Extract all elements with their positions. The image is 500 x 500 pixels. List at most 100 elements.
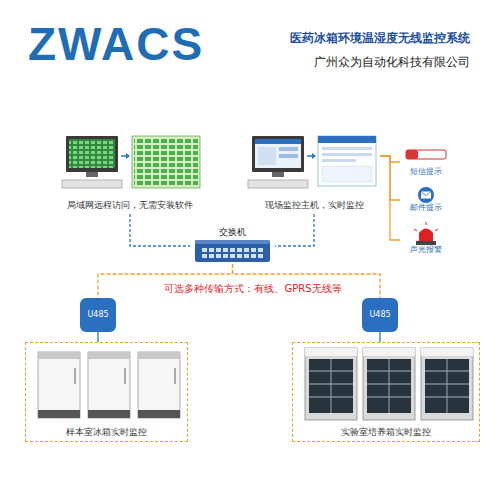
figure-part — [421, 348, 473, 356]
figure-part — [88, 352, 130, 418]
figure-part — [88, 352, 130, 359]
figure-part — [38, 410, 80, 418]
figure-part — [62, 180, 122, 188]
logo-text: ZWACS — [28, 18, 204, 71]
figure-part — [223, 254, 228, 258]
figure-part — [88, 352, 130, 418]
figure-part — [202, 254, 207, 258]
sms-icon — [406, 150, 446, 159]
figure-part — [237, 248, 242, 252]
figure-part — [312, 153, 316, 159]
figure-part — [251, 254, 256, 258]
figure-part — [209, 254, 214, 258]
note-text: 可选多种传输方式：有线、GPRS无线等 — [164, 283, 341, 295]
figure-part — [322, 159, 356, 162]
figure-part — [237, 254, 242, 258]
pc-group: 局域网远程访问，无需安装软件 — [55, 128, 205, 214]
figure-part — [318, 136, 376, 143]
connector-line — [275, 214, 314, 246]
figure-part — [138, 352, 180, 418]
figure-part — [363, 348, 415, 420]
node-text: U485 — [87, 310, 108, 320]
figure-part — [255, 139, 301, 144]
node-text: 现场监控主机，实时监控 — [265, 200, 364, 211]
figure-part — [202, 248, 207, 252]
figure-part — [305, 348, 357, 356]
note-text: 广州众为自动化科技有限公司 — [314, 56, 470, 70]
figure-part — [258, 254, 263, 258]
converter-box: U485 — [80, 298, 116, 332]
figure-part — [305, 348, 357, 420]
figure-part — [421, 348, 473, 420]
figure-part — [69, 139, 115, 168]
figure-part — [230, 248, 235, 252]
figure-part — [279, 154, 298, 158]
figure-part — [406, 150, 418, 159]
figure-part — [419, 229, 433, 242]
figure-part — [69, 139, 115, 168]
figure-part — [363, 348, 415, 420]
figure-part — [134, 138, 198, 186]
remote-pc-figure — [62, 136, 200, 188]
node-text: 邮件提示 — [410, 203, 442, 213]
figure-part — [38, 352, 80, 418]
figure-part — [421, 348, 473, 420]
connector — [380, 332, 381, 342]
figure-part — [74, 368, 76, 384]
figure-part — [126, 153, 130, 159]
node-text: 短信提示 — [410, 167, 442, 177]
connector-line — [130, 214, 190, 246]
node-text: 样本室冰箱实时监控 — [66, 427, 147, 438]
figure-part — [195, 240, 270, 262]
node-text: 声光报警 — [410, 245, 442, 255]
mail-icon — [418, 187, 434, 203]
figure-part — [202, 248, 263, 258]
connector — [275, 214, 314, 246]
region-box: 样本室冰箱实时监控 — [25, 342, 188, 442]
converter-box: U485 — [362, 298, 398, 332]
figure-part — [248, 180, 308, 188]
figure-part — [447, 359, 448, 413]
alert-item: 短信提示 — [400, 144, 452, 180]
switch-box: 交换机 — [190, 224, 275, 264]
figure-part — [255, 139, 301, 168]
figure-part — [66, 136, 118, 172]
node-text: 交换机 — [219, 227, 246, 238]
figure-part — [322, 153, 372, 156]
figure-part — [414, 222, 438, 231]
alert-item: 声光报警 — [400, 222, 452, 258]
figure-part — [138, 352, 180, 418]
figure-part — [258, 147, 276, 165]
figure-part — [38, 352, 80, 359]
node-text: 实验室培养箱实时监控 — [341, 427, 431, 438]
connector-line — [97, 332, 98, 342]
figure-part — [406, 150, 446, 159]
figure-part — [38, 352, 80, 418]
connector — [130, 214, 190, 246]
figure-part — [209, 248, 214, 252]
figure-part — [216, 254, 221, 258]
figure-part — [305, 348, 357, 420]
figure-part — [138, 352, 180, 359]
figure-part — [309, 359, 353, 413]
figure-part — [216, 248, 221, 252]
figure-part — [230, 254, 235, 258]
connector-line — [379, 332, 380, 342]
figure-part — [252, 136, 304, 172]
figure-part — [421, 192, 431, 196]
node-text: 局域网远程访问，无需安装软件 — [67, 200, 193, 211]
figure-part — [318, 136, 376, 186]
connector — [98, 332, 99, 342]
local-host-figure — [248, 136, 376, 188]
figure-part — [322, 166, 372, 182]
figure-part — [244, 248, 249, 252]
switch-figure — [195, 240, 270, 262]
cabinet-figures — [305, 348, 473, 420]
figure-part — [421, 192, 431, 199]
alert-item: 邮件提示 — [400, 184, 452, 216]
figure-part — [389, 359, 390, 413]
node-text: U485 — [369, 310, 390, 320]
figure-part — [272, 172, 284, 177]
figure-part — [223, 248, 228, 252]
